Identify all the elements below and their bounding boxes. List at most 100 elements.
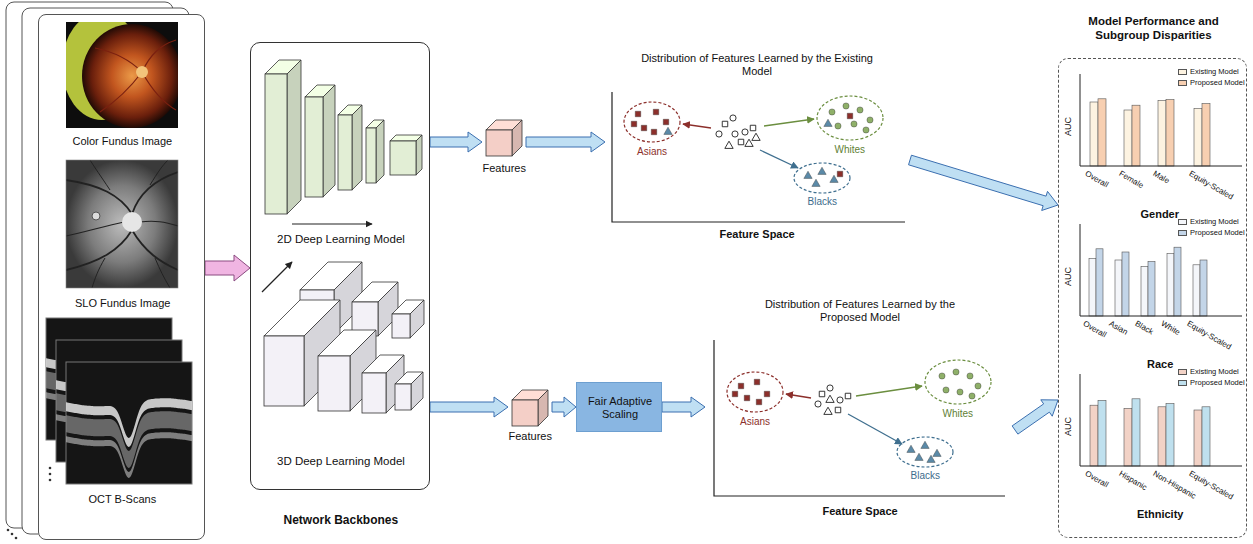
ellipsis-dot — [7, 529, 10, 532]
legend-swatch — [1178, 369, 1187, 375]
cluster-arrow — [848, 414, 902, 444]
cnn-layer-3d — [392, 300, 424, 338]
cnn-layer-2d — [305, 85, 335, 197]
ellipsis-dot — [11, 533, 14, 536]
ellipsis-dot — [49, 467, 52, 470]
node-text: Feature Space — [720, 228, 795, 241]
cnn-layer-3d-front — [392, 314, 410, 338]
cluster-arrow — [856, 386, 922, 396]
feature-point — [754, 379, 759, 384]
feature-point — [764, 391, 769, 396]
connector-arrow — [526, 132, 605, 152]
legend-text: Existing Model — [1190, 367, 1239, 376]
node-text: Feature Space — [823, 505, 898, 518]
cluster-label: Blacks — [808, 196, 837, 208]
fundus-image — [66, 22, 178, 128]
cnn-layer-2d — [338, 105, 362, 190]
cluster-arrow — [760, 150, 798, 168]
cnn-layer-3d-front — [362, 373, 386, 413]
feature-point — [663, 119, 668, 124]
cnn-layer-2d-front — [338, 115, 352, 190]
cluster-outline — [624, 102, 680, 142]
depth-arrow — [262, 262, 292, 292]
slo-image — [66, 160, 178, 288]
ellipsis-dot — [49, 479, 52, 482]
legend-swatch — [1178, 380, 1187, 386]
cnn-layer-2d — [265, 60, 301, 214]
tick-label: Asian — [1107, 319, 1129, 337]
feature-point — [752, 133, 760, 140]
feature-point — [722, 121, 727, 126]
node-text: 3D Deep Learning Model — [277, 455, 405, 469]
auc-bar — [1167, 254, 1174, 316]
auc-bar — [1158, 407, 1166, 466]
slo-vessel — [150, 160, 168, 185]
tick-label: Equity-Scaled — [1187, 169, 1235, 202]
feature-point — [653, 109, 658, 114]
feature-point — [969, 393, 975, 399]
chart-axis — [1080, 74, 1242, 166]
auc-bar — [1174, 247, 1181, 316]
tick-label: Hispanic — [1117, 469, 1148, 493]
connector-arrow — [552, 397, 576, 417]
cluster-label: Asians — [637, 146, 667, 158]
slo-vessel — [140, 221, 178, 226]
node-title: Features — [509, 430, 552, 443]
tick-label: Equity-Scaled — [1185, 319, 1233, 352]
fundus-vessel — [95, 48, 142, 72]
auc-bar — [1090, 102, 1098, 166]
feature-cube-side — [538, 390, 548, 426]
tick-label: Black — [1133, 319, 1155, 337]
feature-point — [851, 121, 857, 127]
legend-text: Proposed Model — [1190, 228, 1245, 237]
auc-bar — [1166, 100, 1174, 166]
fundus-vessel — [142, 72, 176, 110]
feature-point — [845, 393, 850, 398]
cluster-arrow — [786, 394, 811, 398]
image-stack: Color Fundus ImageSLO Fundus ImageOCT B-… — [38, 14, 205, 540]
legend-swatch — [1178, 69, 1187, 75]
process-box: Fair Adaptive Scaling — [576, 382, 662, 432]
cnn-layer-2d-front — [265, 74, 287, 214]
feature-point — [857, 107, 863, 113]
cluster-outline — [897, 437, 953, 467]
slo-vessel — [92, 258, 105, 288]
cluster-outline — [925, 360, 991, 404]
feature-point — [742, 129, 748, 135]
cnn-layer-2d-side — [352, 105, 362, 190]
cluster-label: Whites — [835, 144, 866, 156]
feature-point — [975, 383, 981, 389]
auc-bar — [1096, 249, 1103, 316]
cnn-layer-2d — [366, 120, 384, 183]
chart-title: Ethnicity — [1137, 508, 1183, 521]
feature-point — [867, 117, 873, 123]
feature-point — [824, 119, 832, 126]
oct-ground — [66, 362, 192, 484]
feature-point — [819, 391, 824, 396]
feature-point — [756, 399, 761, 404]
auc-bar — [1166, 404, 1174, 466]
fundus-vessel — [142, 40, 176, 72]
node-title: Features — [483, 162, 526, 175]
cluster-outline — [794, 163, 850, 193]
cluster-arrow — [764, 119, 814, 126]
fundus-retina — [82, 24, 178, 128]
tick-label: Male — [1151, 169, 1171, 186]
feature-point — [933, 449, 941, 456]
cluster-label: Blacks — [911, 470, 940, 482]
auc-bar — [1141, 266, 1148, 316]
feature-point — [829, 109, 835, 115]
cnn-layer-2d-side — [376, 120, 384, 183]
feature-point — [725, 141, 733, 148]
feature-point — [651, 129, 656, 134]
feature-point — [957, 389, 963, 395]
slo-vessel — [155, 258, 170, 288]
ellipsis-dot — [49, 473, 52, 476]
feature-point — [635, 111, 640, 116]
cnn-layer-3d-side — [411, 372, 423, 410]
feature-point — [664, 127, 672, 134]
auc-bar — [1124, 110, 1132, 166]
slo-frame — [66, 160, 178, 288]
auc-bar — [1115, 260, 1122, 316]
slo-vessel — [66, 222, 124, 236]
